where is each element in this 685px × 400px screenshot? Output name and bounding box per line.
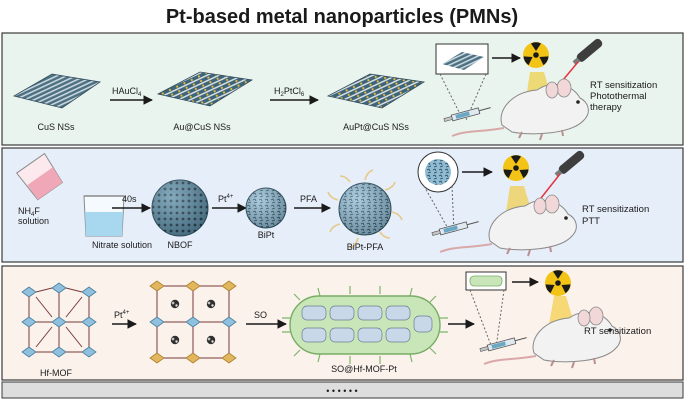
footer-strip	[1, 381, 684, 399]
title-bar	[0, 0, 685, 33]
so-mof-label: SO@Hf-MOF-Pt	[331, 364, 397, 374]
hf-mof-label: Hf-MOF	[40, 368, 72, 378]
pt4-label: Pt4+	[218, 194, 234, 204]
inset-nanosheet	[442, 52, 484, 70]
bipt-shading	[246, 188, 286, 228]
nitrate-label: Nitrate solution	[92, 240, 152, 250]
so-bacterium	[282, 286, 448, 364]
zoom-line	[423, 185, 451, 233]
zoom-line	[495, 289, 505, 349]
pfa-label: PFA	[300, 194, 317, 204]
hf-mof-framework	[21, 282, 97, 358]
so-label: SO	[254, 310, 267, 320]
aupt-cus-nanosheet	[326, 73, 426, 109]
h2ptcl6-label: H2PtCl6	[274, 86, 305, 98]
bipt-pfa-label: BiPt-PFA	[347, 242, 384, 252]
outcome-rt-sensitization: RT sensitization	[582, 204, 649, 215]
cus-label: CuS NSs	[37, 122, 75, 132]
pt-mof-framework	[149, 280, 237, 364]
pt4-label: Pt4+	[114, 310, 130, 320]
bipt-pfa-sphere	[327, 169, 403, 249]
haucl4-label: HAuCl4	[112, 86, 142, 98]
nbof-shading	[152, 180, 208, 236]
au-cus-nanosheet	[156, 71, 254, 107]
panel-cus-nanosheets: CuS NSs HAuCl4 Au@CuS NSs H2PtCl6 AuPt@C…	[1, 32, 684, 146]
bipt-label: BiPt	[258, 230, 275, 240]
outcome-rt-sensitization: RT sensitization	[584, 326, 651, 337]
outcome-ptt: PTT	[582, 216, 600, 227]
nh4f-beaker-icon	[15, 152, 64, 201]
outcome-therapy: therapy	[590, 102, 622, 113]
time-label: 40s	[122, 194, 137, 204]
cus-nanosheet	[12, 73, 102, 109]
nbof-label: NBOF	[167, 240, 193, 250]
footer-ellipsis: • • • • • •	[326, 386, 357, 396]
panel-hf-mof: Hf-MOF Pt4+ SO	[1, 265, 684, 381]
nitrate-beaker-icon	[83, 195, 125, 237]
au-cus-label: Au@CuS NSs	[173, 122, 231, 132]
zoom-line	[439, 73, 464, 121]
inset-bacterium	[469, 275, 503, 287]
aupt-cus-label: AuPt@CuS NSs	[343, 122, 409, 132]
outcome-rt-sensitization: RT sensitization	[590, 80, 657, 91]
panel-bipt-nanozyme: NH4F solution Nitrate solution 40s NBOF …	[1, 147, 684, 263]
nh4f-label: NH4F	[18, 206, 40, 218]
nh4f-solution-label: solution	[18, 216, 49, 226]
outcome-photothermal: Photothermal	[590, 91, 647, 102]
inset-sphere	[425, 159, 451, 185]
figure-title: Pt-based metal nanoparticles (PMNs)	[166, 6, 518, 28]
